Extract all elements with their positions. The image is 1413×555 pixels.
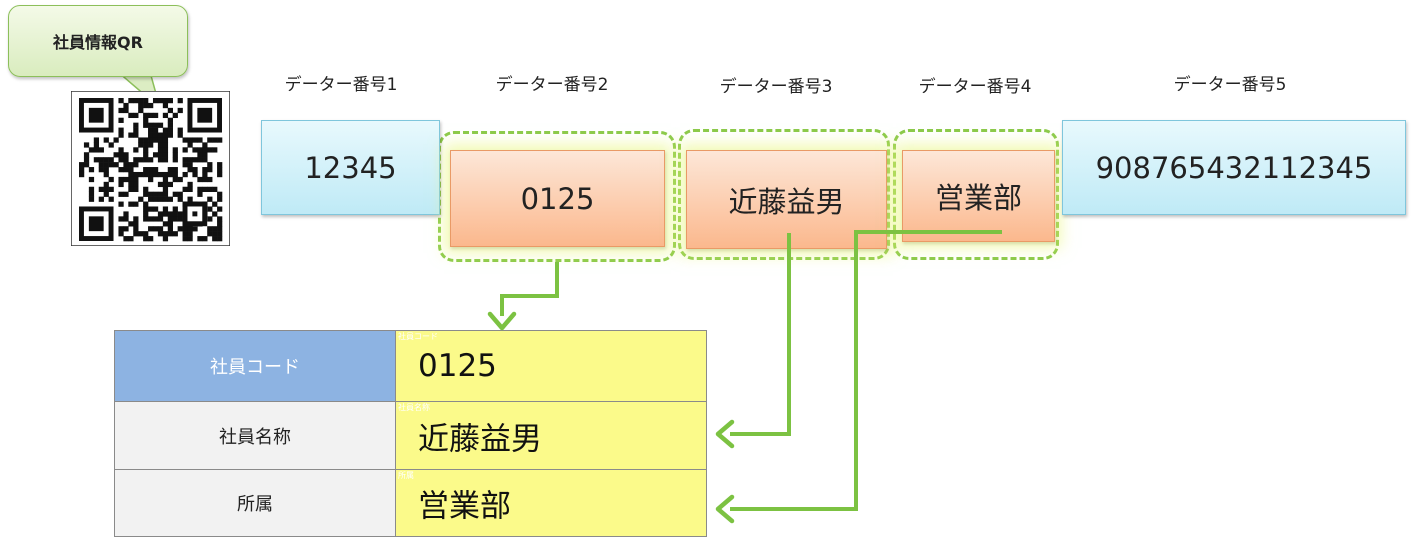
arrowhead-dept	[715, 494, 735, 524]
form-value-cell-code[interactable]: 社員コード 0125	[396, 331, 706, 401]
header-data-1: データー番号1	[284, 75, 398, 95]
form-small-label-dept: 所属	[398, 471, 414, 480]
form-value-code: 0125	[418, 348, 497, 384]
data-field-1: 12345	[261, 120, 440, 215]
form-label-dept: 所属	[115, 470, 396, 536]
qr-callout-label: 社員情報QR	[8, 5, 188, 77]
form-label-name: 社員名称	[115, 402, 396, 469]
arrowhead-name	[715, 419, 735, 449]
data-field-2: 0125	[450, 150, 665, 247]
form-value-cell-name[interactable]: 社員名称 近藤益男	[396, 402, 706, 469]
employee-form-table: 社員コード 社員コード 0125 社員名称 社員名称 近藤益男 所属 所属 営業…	[114, 330, 707, 537]
form-value-dept: 営業部	[418, 488, 511, 525]
form-row-code: 社員コード 社員コード 0125	[115, 331, 706, 401]
form-small-label-code: 社員コード	[398, 332, 438, 341]
form-row-dept: 所属 所属 営業部	[115, 469, 706, 536]
arrow-name	[730, 233, 791, 436]
qr-code-icon	[71, 91, 230, 246]
form-small-label-name: 社員名称	[398, 403, 430, 412]
form-value-cell-dept[interactable]: 所属 営業部	[396, 470, 706, 536]
arrowhead-code	[487, 311, 517, 331]
form-value-name: 近藤益男	[418, 421, 542, 457]
header-data-5: データー番号5	[1173, 75, 1287, 95]
header-data-4: データー番号4	[918, 77, 1032, 97]
form-label-code: 社員コード	[115, 331, 396, 401]
data-field-3: 近藤益男	[686, 150, 887, 249]
data-field-4: 営業部	[902, 150, 1055, 242]
arrow-code	[500, 262, 559, 316]
arrow-dept	[730, 230, 1002, 511]
form-row-name: 社員名称 社員名称 近藤益男	[115, 401, 706, 469]
header-data-2: データー番号2	[495, 75, 609, 95]
data-field-5: 908765432112345	[1062, 120, 1406, 215]
header-data-3: データー番号3	[719, 77, 833, 97]
